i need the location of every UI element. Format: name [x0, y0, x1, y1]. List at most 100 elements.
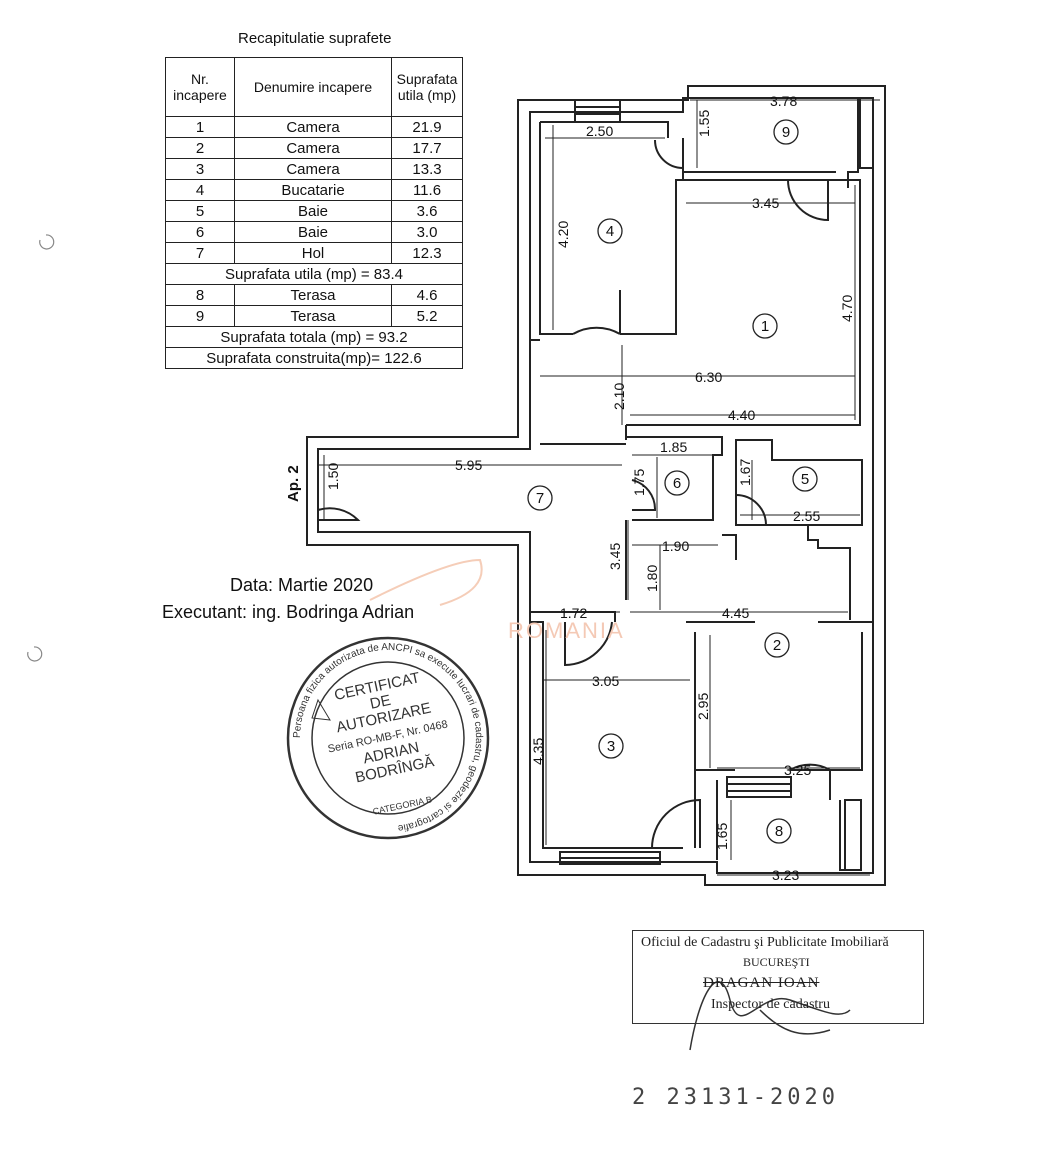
- room-marker: [752, 313, 778, 339]
- cell-area: 11.6: [391, 179, 463, 201]
- cell-area: 13.3: [391, 158, 463, 180]
- built-area: Suprafata construita(mp)= 122.6: [165, 347, 463, 369]
- room-number: 3: [607, 738, 615, 755]
- wall-room2: [686, 621, 873, 771]
- inspector-name: DRAGAN IOAN: [703, 975, 820, 991]
- cadastre-city: BUCUREŞTI: [743, 955, 810, 969]
- table-title: Recapitulatie suprafete: [238, 30, 392, 47]
- dimension-label: 3.78: [770, 93, 797, 109]
- dimension-label: 1.72: [560, 605, 587, 621]
- punch-mark: [39, 234, 55, 250]
- dimension-label: 5.95: [455, 457, 482, 473]
- dimension-label: 3.23: [772, 867, 799, 883]
- dimension-label: 4.20: [555, 221, 571, 248]
- wall-kitchen: [539, 122, 861, 426]
- wall-bath5: [735, 439, 863, 526]
- window: [574, 99, 621, 123]
- room-marker: [766, 818, 792, 844]
- cell-area: 17.7: [391, 137, 463, 159]
- dimension-label: 3.05: [592, 673, 619, 689]
- dimension-label: 4.35: [530, 738, 546, 765]
- room-number: 9: [782, 124, 790, 141]
- cell-area: 12.3: [391, 242, 463, 264]
- apartment-label: Ap. 2: [285, 465, 302, 502]
- cell-area: 4.6: [391, 284, 463, 306]
- authorization-stamp: Persoana fizica autorizata de ANCPI sa e…: [286, 636, 490, 840]
- dimension-label: 4.40: [728, 407, 755, 423]
- dimension-label: 2.95: [695, 693, 711, 720]
- cell-name: Camera: [234, 158, 392, 180]
- dimension-label: 3.45: [607, 543, 623, 570]
- dimension-label: 2.55: [793, 508, 820, 524]
- dimension-label: 1.50: [325, 463, 341, 490]
- registration-number: 2 23131-2020: [632, 1085, 839, 1110]
- outer-wall: [306, 85, 886, 886]
- room-marker: [598, 733, 624, 759]
- table-summary-row: Suprafata construita(mp)= 122.6: [165, 347, 463, 369]
- cadastre-office: Oficiul de Cadastru şi Publicitate Imobi…: [641, 935, 889, 950]
- room-number: 5: [801, 471, 809, 488]
- door-arc: [787, 179, 829, 222]
- watermark-swoosh: [369, 558, 483, 606]
- inner-wall: [317, 97, 874, 874]
- dimension-label: 1.85: [660, 439, 687, 455]
- cell-name: Terasa: [234, 284, 392, 306]
- wall-bath6: [625, 436, 723, 600]
- dimension-label: 3.25: [784, 762, 811, 778]
- dimension-label: 3.45: [752, 195, 779, 211]
- dimension-label: 1.90: [662, 538, 689, 554]
- room-number: 1: [761, 318, 769, 335]
- door-arc: [564, 621, 613, 667]
- room-number: 4: [606, 223, 614, 240]
- dimension-label: 1.55: [696, 110, 712, 137]
- door-arc: [317, 507, 361, 521]
- room-marker: [764, 632, 790, 658]
- door-arc: [735, 494, 767, 526]
- room-number: 8: [775, 823, 783, 840]
- dimension-label: 1.67: [737, 459, 753, 486]
- watermark: ROMANIA: [508, 618, 625, 643]
- date-line: Data: Martie 2020: [230, 575, 374, 595]
- door-arc: [654, 139, 684, 169]
- wall-room3: [530, 611, 696, 849]
- dimension-label: 2.10: [611, 383, 627, 410]
- room-number: 7: [536, 490, 544, 507]
- cell-area: 21.9: [391, 116, 463, 138]
- cell-area: 3.0: [391, 221, 463, 243]
- room-marker: [773, 119, 799, 145]
- room-marker: [527, 485, 553, 511]
- dimension-label: 1.65: [714, 823, 730, 850]
- door-arc: [631, 479, 657, 511]
- dimension-label: 1.75: [631, 469, 647, 496]
- signature: [689, 981, 851, 1051]
- window: [726, 776, 792, 798]
- dimension-label: 4.45: [722, 605, 749, 621]
- dimension-label: 1.80: [644, 565, 660, 592]
- table-header-row: Nr. incapere Denumire incapere Suprafata…: [165, 57, 463, 117]
- punch-mark: [27, 646, 43, 662]
- room-marker: [792, 466, 818, 492]
- door-arc: [651, 798, 701, 849]
- dimension-label: 6.30: [695, 369, 722, 385]
- cell-name: Camera: [234, 137, 392, 159]
- room-marker: [597, 218, 623, 244]
- room-number: 6: [673, 475, 681, 492]
- cell-name: Bucatarie: [234, 179, 392, 201]
- room-marker: [664, 470, 690, 496]
- inspector-title: Inspector de cadastru: [711, 997, 830, 1012]
- area-summary-table: Nr. incapere Denumire incapere Suprafata…: [165, 57, 463, 369]
- stamp-line: DE: [368, 692, 392, 713]
- dimension-label: 2.50: [586, 123, 613, 139]
- cadastre-stamp: Oficiul de Cadastru şi Publicitate Imobi…: [632, 930, 924, 1024]
- room-number: 2: [773, 637, 781, 654]
- executant-line: Executant: ing. Bodringa Adrian: [162, 602, 415, 622]
- dimension-label: 4.70: [839, 295, 855, 322]
- header-area: Suprafata utila (mp): [391, 57, 463, 117]
- door-arc: [572, 290, 621, 335]
